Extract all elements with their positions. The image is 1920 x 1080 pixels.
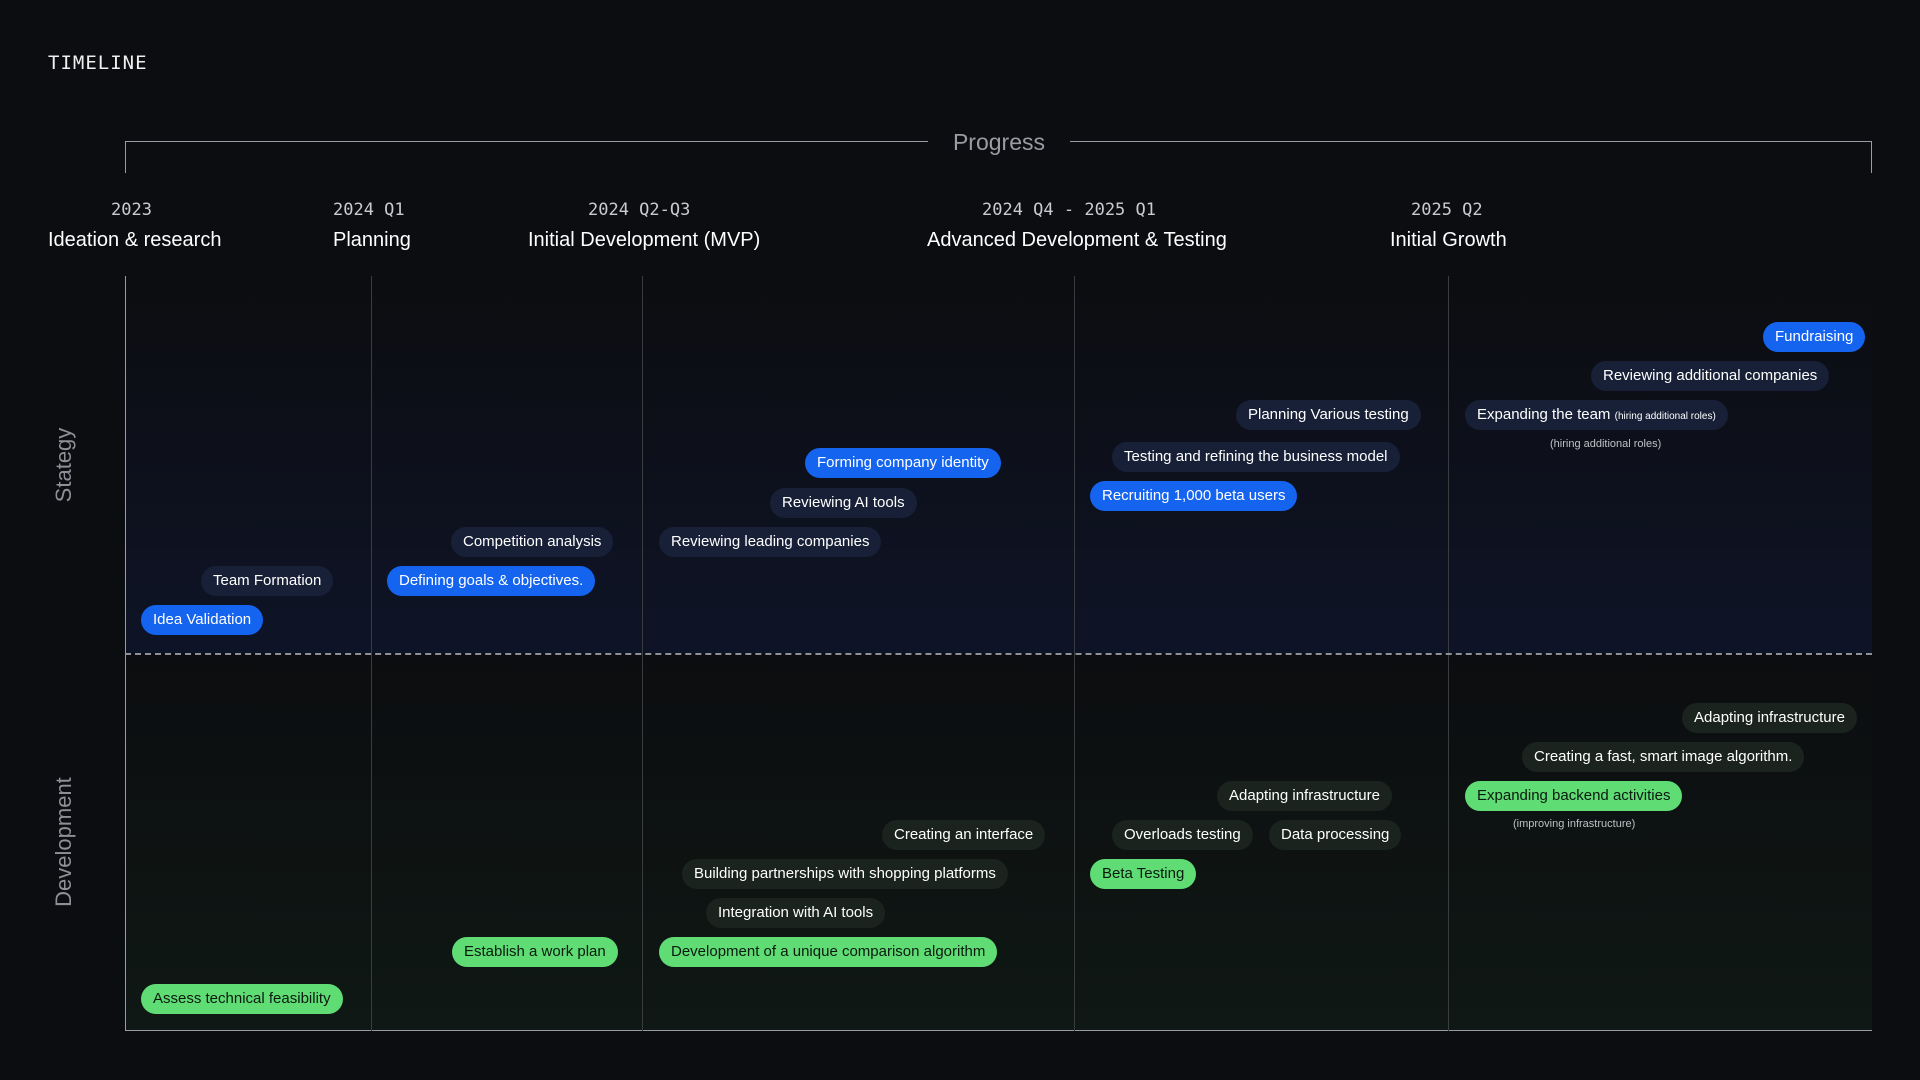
- development-item: Adapting infrastructure: [1217, 781, 1392, 811]
- strategy-item-suffix: (hiring additional roles): [1614, 411, 1716, 422]
- phase-date: 2024 Q4 - 2025 Q1: [982, 200, 1156, 220]
- strategy-item: Team Formation: [201, 566, 334, 596]
- strategy-item: Expanding the team (hiring additional ro…: [1465, 400, 1728, 430]
- development-item: Adapting infrastructure: [1682, 703, 1857, 733]
- strategy-item: Defining goals & objectives.: [387, 566, 596, 596]
- development-item: Overloads testing: [1112, 820, 1253, 850]
- phase-header: 2023 Ideation & research: [48, 200, 221, 252]
- strategy-item: Planning Various testing: [1236, 400, 1421, 430]
- strategy-item: Reviewing additional companies: [1591, 361, 1830, 391]
- phase-date: 2024 Q1: [333, 200, 405, 220]
- development-item: Building partnerships with shopping plat…: [682, 859, 1008, 889]
- row-divider: [125, 653, 1872, 655]
- development-item: Creating an interface: [882, 820, 1046, 850]
- phase-header: 2025 Q2 Initial Growth: [1390, 200, 1507, 252]
- phase-name: Advanced Development & Testing: [927, 229, 1227, 251]
- row-label-strategy: Stategy: [51, 427, 76, 503]
- strategy-note: (hiring additional roles): [1550, 438, 1662, 450]
- strategy-item: Competition analysis: [451, 527, 614, 557]
- strategy-item-label: Expanding the team: [1477, 406, 1611, 423]
- development-item: Expanding backend activities: [1465, 781, 1683, 811]
- development-item: Establish a work plan: [452, 937, 618, 967]
- development-item: Development of a unique comparison algor…: [659, 937, 998, 967]
- phase-date: 2023: [111, 200, 152, 220]
- phase-header: 2024 Q2-Q3 Initial Development (MVP): [528, 200, 760, 252]
- phase-name: Initial Growth: [1390, 229, 1507, 251]
- row-label-development: Development: [51, 777, 76, 907]
- strategy-item: Fundraising: [1763, 322, 1866, 352]
- progress-label: Progress: [928, 128, 1070, 156]
- strategy-item: Testing and refining the business model: [1112, 442, 1400, 472]
- development-item: Beta Testing: [1090, 859, 1197, 889]
- development-item: Data processing: [1269, 820, 1402, 850]
- strategy-item: Recruiting 1,000 beta users: [1090, 481, 1298, 511]
- phase-name: Ideation & research: [48, 229, 222, 251]
- phase-date: 2024 Q2-Q3: [588, 200, 691, 220]
- page-title: TIMELINE: [48, 52, 148, 74]
- development-item: Creating a fast, smart image algorithm.: [1522, 742, 1805, 772]
- strategy-item: Reviewing leading companies: [659, 527, 882, 557]
- strategy-item: Reviewing AI tools: [770, 488, 917, 518]
- phase-header: 2024 Q1 Planning: [333, 200, 411, 252]
- phase-date: 2025 Q2: [1411, 200, 1483, 220]
- phase-name: Planning: [333, 229, 411, 251]
- strategy-item: Idea Validation: [141, 605, 264, 635]
- strategy-item: Forming company identity: [805, 448, 1001, 478]
- phase-name: Initial Development (MVP): [528, 229, 761, 251]
- development-item: Assess technical feasibility: [141, 984, 343, 1014]
- development-item: Integration with AI tools: [706, 898, 886, 928]
- development-note: (improving infrastructure): [1513, 818, 1636, 830]
- phase-header: 2024 Q4 - 2025 Q1 Advanced Development &…: [927, 200, 1227, 252]
